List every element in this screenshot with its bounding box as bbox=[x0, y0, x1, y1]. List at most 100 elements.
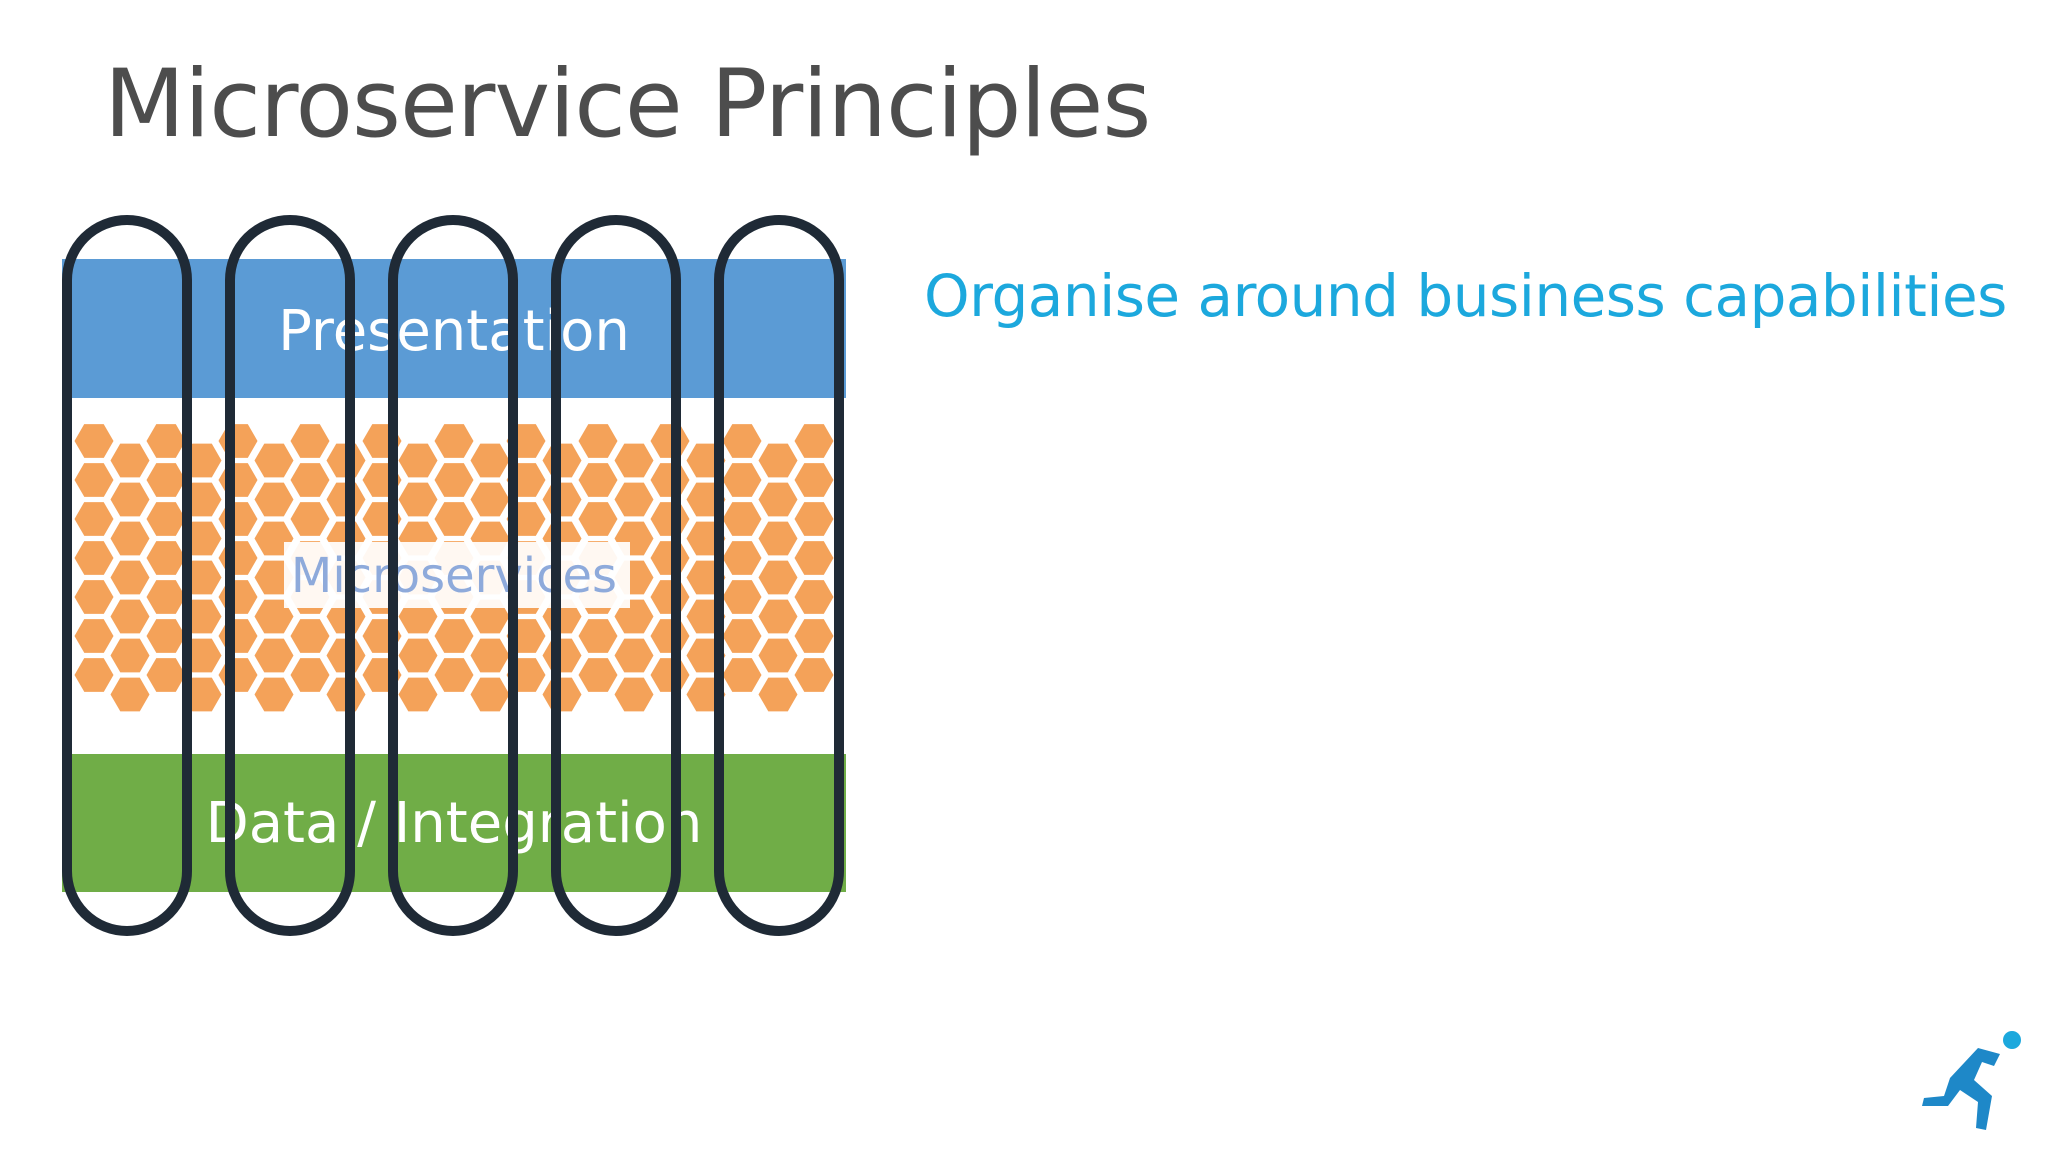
microservice-hexagon bbox=[182, 638, 222, 673]
microservice-hexagon bbox=[182, 521, 222, 556]
microservice-hexagon bbox=[398, 482, 438, 517]
microservice-hexagon bbox=[722, 619, 762, 653]
microservice-hexagon bbox=[110, 638, 150, 673]
microservice-hexagon bbox=[290, 424, 330, 458]
microservice-hexagon bbox=[398, 638, 438, 673]
microservice-hexagon bbox=[146, 658, 186, 692]
microservice-hexagon bbox=[650, 424, 690, 458]
microservice-hexagon bbox=[614, 482, 654, 517]
data-integration-label: Data / Integration bbox=[206, 791, 703, 856]
microservice-hexagon bbox=[182, 677, 222, 712]
microservice-hexagon bbox=[254, 521, 294, 556]
slide-title: Microservice Principles bbox=[104, 50, 1151, 159]
microservice-hexagon bbox=[722, 658, 762, 692]
microservice-hexagon bbox=[398, 599, 438, 634]
microservice-hexagon bbox=[722, 580, 762, 614]
microservice-hexagon bbox=[578, 424, 618, 458]
microservice-hexagon bbox=[74, 658, 114, 692]
microservice-hexagon bbox=[434, 424, 474, 458]
microservice-hexagon bbox=[758, 521, 798, 556]
microservice-hexagon bbox=[794, 580, 834, 614]
microservice-hexagon bbox=[434, 502, 474, 536]
microservice-hexagon bbox=[470, 599, 510, 634]
microservice-hexagon bbox=[794, 502, 834, 536]
microservice-hexagon bbox=[290, 619, 330, 653]
capability-capsule-4 bbox=[551, 215, 681, 936]
microservice-hexagon bbox=[218, 541, 258, 575]
microservice-hexagon bbox=[434, 619, 474, 653]
microservice-hexagon bbox=[614, 443, 654, 478]
microservice-hexagon bbox=[614, 677, 654, 712]
microservice-hexagon bbox=[218, 619, 258, 653]
microservice-hexagon bbox=[542, 482, 582, 517]
microservice-hexagon bbox=[182, 560, 222, 595]
microservice-hexagon bbox=[290, 658, 330, 692]
microservice-hexagon bbox=[218, 658, 258, 692]
microservice-hexagon bbox=[470, 482, 510, 517]
microservice-hexagon bbox=[74, 463, 114, 497]
microservice-hexagon bbox=[722, 424, 762, 458]
microservice-hexagon bbox=[722, 463, 762, 497]
capability-capsule-1 bbox=[62, 215, 192, 936]
microservice-hexagon bbox=[794, 424, 834, 458]
microservice-hexagon bbox=[650, 541, 690, 575]
capability-capsules bbox=[62, 215, 844, 936]
capability-capsule-5 bbox=[714, 215, 844, 936]
microservice-hexagon bbox=[650, 463, 690, 497]
microservice-hexagon bbox=[722, 541, 762, 575]
microservice-hexagon bbox=[254, 599, 294, 634]
microservice-hexagon bbox=[578, 619, 618, 653]
microservice-hexagon bbox=[146, 502, 186, 536]
microservice-hexagon bbox=[434, 463, 474, 497]
microservice-hexagon bbox=[74, 502, 114, 536]
microservice-hexagon bbox=[398, 677, 438, 712]
microservice-hexagon bbox=[254, 638, 294, 673]
microservice-hexagon bbox=[650, 580, 690, 614]
capability-capsule-2 bbox=[225, 215, 355, 936]
microservice-hexagon bbox=[650, 619, 690, 653]
microservice-hexagon bbox=[74, 424, 114, 458]
microservice-hexagon bbox=[470, 677, 510, 712]
microservice-hexagon bbox=[110, 482, 150, 517]
microservice-hexagon bbox=[794, 619, 834, 653]
microservice-hexagon bbox=[110, 677, 150, 712]
principle-text: Organise around business capabilities bbox=[924, 262, 2007, 330]
microservice-hexagon bbox=[758, 443, 798, 478]
microservice-hexagon bbox=[614, 599, 654, 634]
microservice-hexagon bbox=[650, 658, 690, 692]
microservice-hexagon bbox=[542, 677, 582, 712]
microservice-hexagon bbox=[218, 463, 258, 497]
microservice-hexagon bbox=[218, 502, 258, 536]
microservice-hexagon bbox=[254, 443, 294, 478]
microservice-hexagon bbox=[758, 599, 798, 634]
microservice-hexagon bbox=[542, 443, 582, 478]
microservice-hexagon bbox=[758, 677, 798, 712]
microservice-hexagon bbox=[146, 619, 186, 653]
microservice-hexagon bbox=[110, 521, 150, 556]
microservice-hexagon bbox=[74, 541, 114, 575]
microservice-hexagon bbox=[110, 560, 150, 595]
microservice-hexagon bbox=[578, 502, 618, 536]
microservice-hexagon bbox=[542, 638, 582, 673]
microservice-hexagon bbox=[758, 482, 798, 517]
capability-capsule-3 bbox=[388, 215, 518, 936]
microservice-hexagon bbox=[758, 638, 798, 673]
microservice-hexagon bbox=[146, 580, 186, 614]
microservice-hexagon bbox=[650, 502, 690, 536]
microservice-hexagon bbox=[254, 482, 294, 517]
microservice-hexagon bbox=[578, 463, 618, 497]
microservice-hexagon bbox=[146, 541, 186, 575]
microservice-hexagon bbox=[182, 482, 222, 517]
microservice-hexagon bbox=[218, 424, 258, 458]
microservice-hexagon bbox=[722, 502, 762, 536]
microservice-hexagon bbox=[182, 443, 222, 478]
microservice-hexagon bbox=[182, 599, 222, 634]
microservice-hexagon bbox=[74, 619, 114, 653]
microservice-hexagon bbox=[578, 658, 618, 692]
microservice-hexagon bbox=[434, 658, 474, 692]
microservice-hexagon bbox=[254, 677, 294, 712]
microservice-hexagon bbox=[794, 658, 834, 692]
microservice-hexagon bbox=[614, 638, 654, 673]
microservice-hexagon bbox=[218, 580, 258, 614]
microservice-hexagon bbox=[74, 580, 114, 614]
